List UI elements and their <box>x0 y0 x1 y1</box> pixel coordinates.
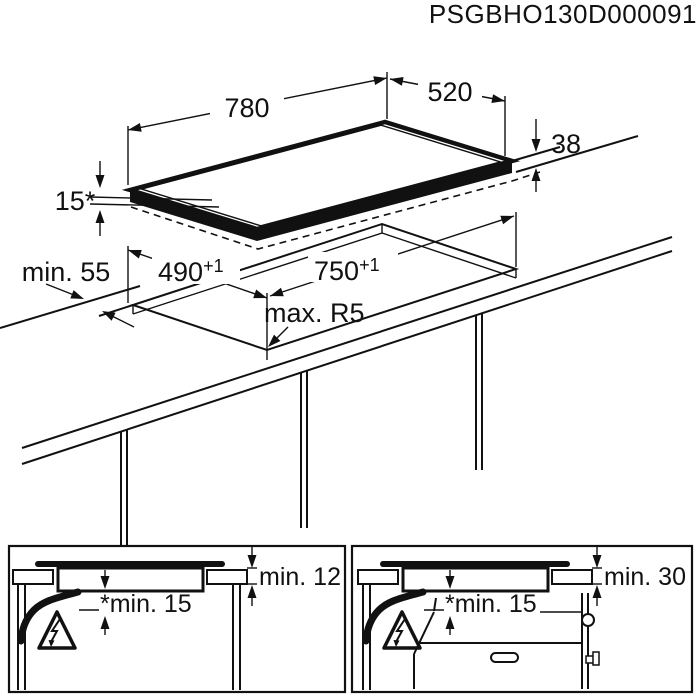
drawing-code-title: PSGBHO130D000091 <box>429 0 697 29</box>
dim-hob-depth: 520 <box>389 76 506 156</box>
dim-min55-label: min. 55 <box>22 257 111 287</box>
hob-glass-surface <box>121 119 521 232</box>
dim-hob-width: 780 <box>127 72 388 185</box>
dim-front-clearance: min. 55 <box>22 257 135 328</box>
worktop-cutout <box>98 222 520 360</box>
dim-cutout-depth: 490+1 <box>127 246 268 349</box>
dim-490-label: 490+1 <box>158 256 224 287</box>
oven-body <box>413 593 600 689</box>
dim-rim-thickness: 15* <box>55 161 220 236</box>
panel-worktop-section: min. 12 *min. 15 <box>7 544 347 694</box>
dim-520-label: 520 <box>427 77 472 107</box>
dim-min12-label: min. 12 <box>259 563 341 591</box>
hob <box>121 119 561 250</box>
dim-750-label: 750+1 <box>314 255 380 286</box>
worktop-legs <box>120 313 483 545</box>
dim-min15-oven-label: *min. 15 <box>445 590 537 618</box>
dim-min15-label: *min. 15 <box>100 590 192 618</box>
hob-frame-inner-edge <box>138 124 504 227</box>
panel-border <box>7 544 347 694</box>
worktop <box>0 135 673 545</box>
dim-min30-label: min. 30 <box>604 563 686 591</box>
panel-oven-section: min. 30 *min. 15 <box>350 544 694 694</box>
dim-38-label: 38 <box>551 129 581 159</box>
panel-border <box>350 544 694 694</box>
oven-hinge-knob <box>581 613 595 627</box>
dim-corner-radius: max. R5 <box>264 298 365 347</box>
dim-build-in-height: 38 <box>531 119 581 192</box>
oven-handle-slot <box>490 652 519 663</box>
oven-mounting-screw-head <box>592 651 600 666</box>
dim-780-label: 780 <box>224 93 269 123</box>
dim-cutout-width: 750+1 <box>269 212 517 297</box>
dim-15-label: 15* <box>55 186 96 216</box>
dim-maxr5-label: max. R5 <box>264 298 365 328</box>
